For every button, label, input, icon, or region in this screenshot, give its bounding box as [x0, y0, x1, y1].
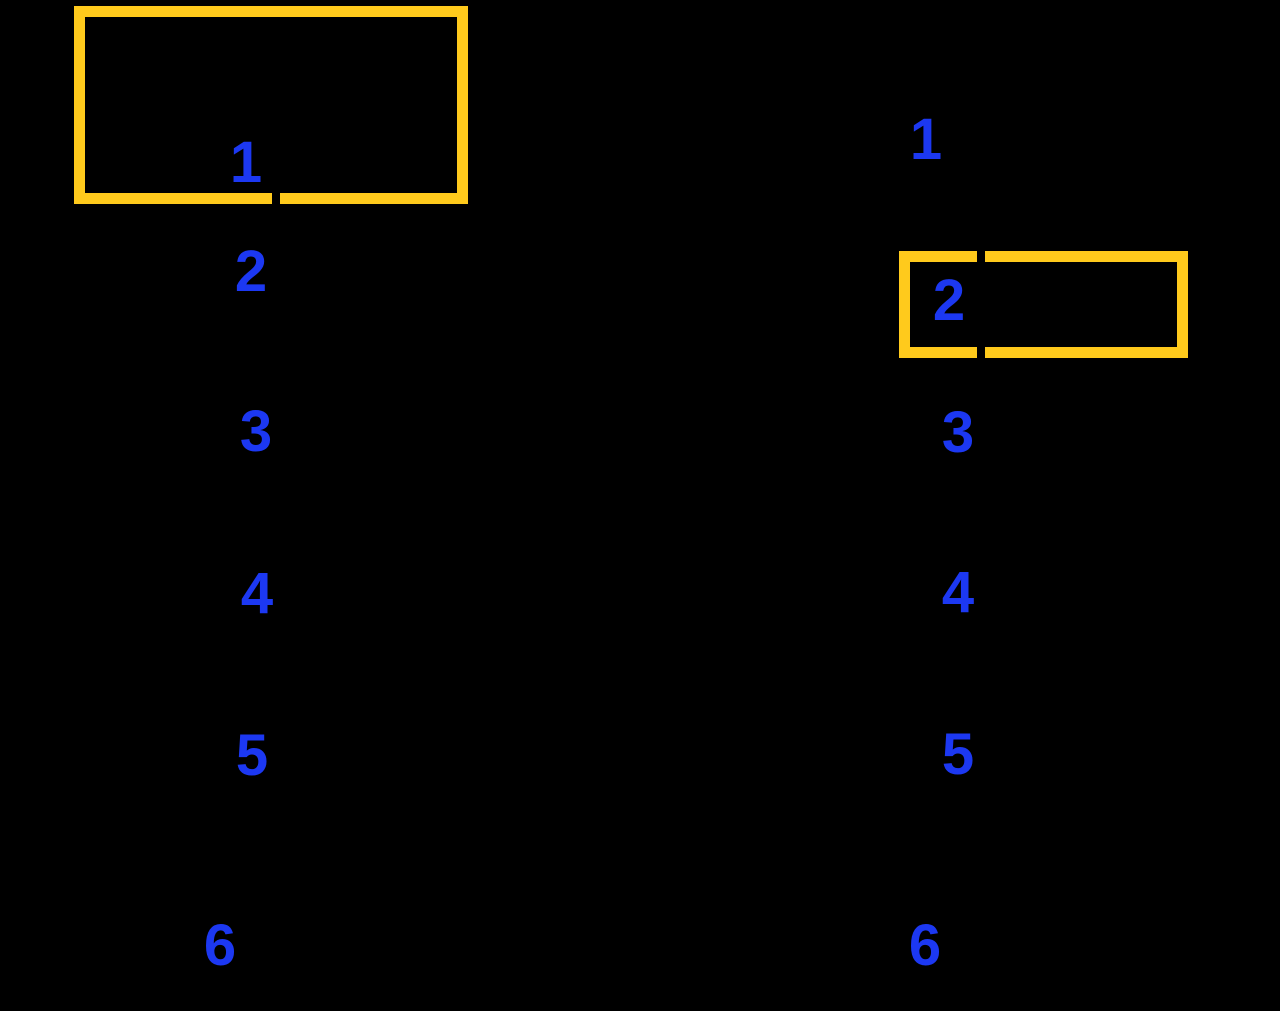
highlight-box-1-border-gap — [272, 192, 280, 206]
mark-label-left-5: 5 — [235, 723, 269, 788]
highlight-box-2-bottom-border-gap — [977, 346, 985, 359]
mark-label-left-1: 1 — [229, 130, 263, 195]
mark-label-right-6: 6 — [908, 913, 942, 978]
mark-label-right-4: 4 — [941, 560, 975, 625]
mark-label-left-4: 4 — [240, 561, 274, 626]
highlight-box-1[interactable] — [74, 6, 468, 204]
mark-label-left-2: 2 — [234, 239, 268, 304]
mark-label-left-6: 6 — [203, 913, 237, 978]
mark-label-right-2: 2 — [932, 268, 966, 333]
mark-label-left-3: 3 — [239, 399, 273, 464]
highlight-box-2-top-border-gap — [977, 250, 985, 263]
mark-label-right-1: 1 — [909, 107, 943, 172]
highlight-box-2[interactable] — [899, 251, 1188, 358]
mark-label-right-3: 3 — [941, 400, 975, 465]
mark-label-right-5: 5 — [941, 722, 975, 787]
